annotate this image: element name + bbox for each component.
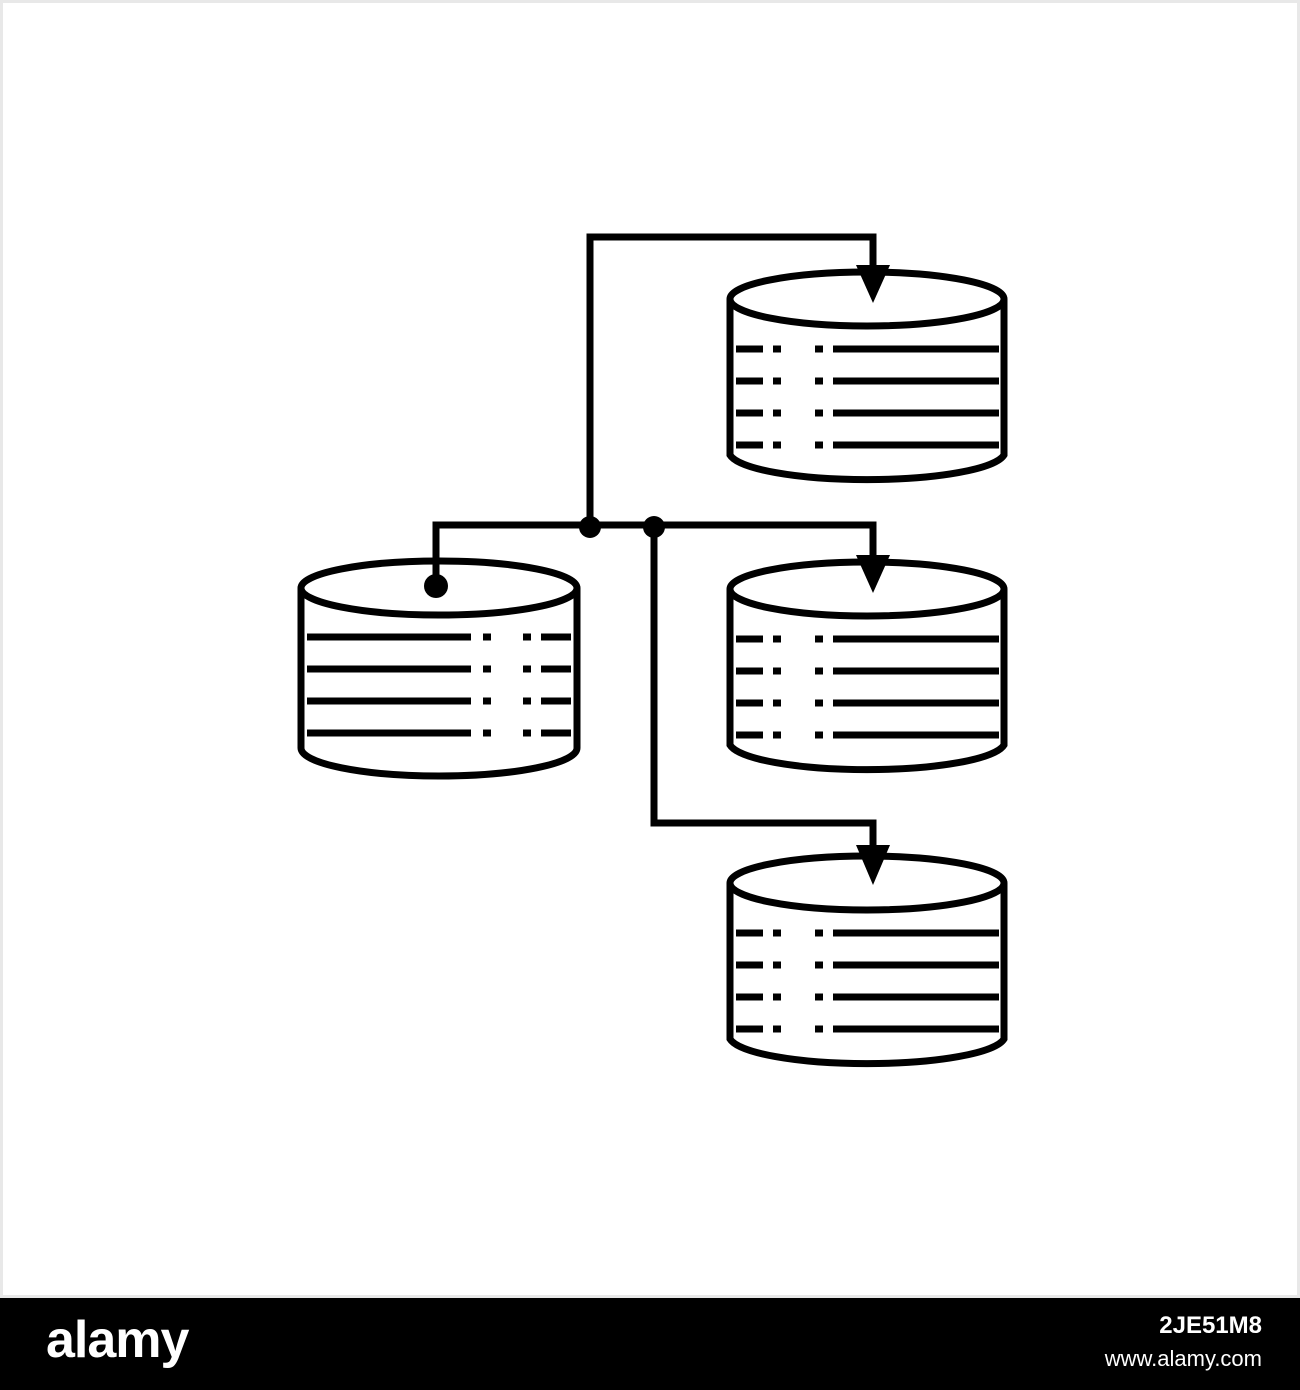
connector-line-top: [586, 233, 877, 525]
site-url: www.alamy.com: [1104, 1346, 1262, 1371]
junction-dot-icon: [579, 516, 601, 538]
arrow-down-icon: [856, 845, 890, 885]
database-icon-replica-top: [726, 268, 1008, 484]
database-replication-icon: [297, 233, 1008, 1068]
image-frame: [0, 0, 1300, 1298]
image-id: 2JE51M8: [1159, 1312, 1262, 1339]
database-icon-replica-bottom: [726, 852, 1008, 1068]
connector-line-bottom: [650, 525, 877, 853]
connector-lines: [432, 233, 877, 853]
watermark-footer: alamy 2JE51M8 www.alamy.com: [0, 1298, 1300, 1390]
junction-dot-icon: [643, 516, 665, 538]
database-icon-source: [297, 557, 581, 780]
brand-logo: alamy: [46, 1311, 189, 1369]
junction-dot-icon: [424, 574, 448, 598]
database-icon-replica-middle: [726, 558, 1008, 774]
